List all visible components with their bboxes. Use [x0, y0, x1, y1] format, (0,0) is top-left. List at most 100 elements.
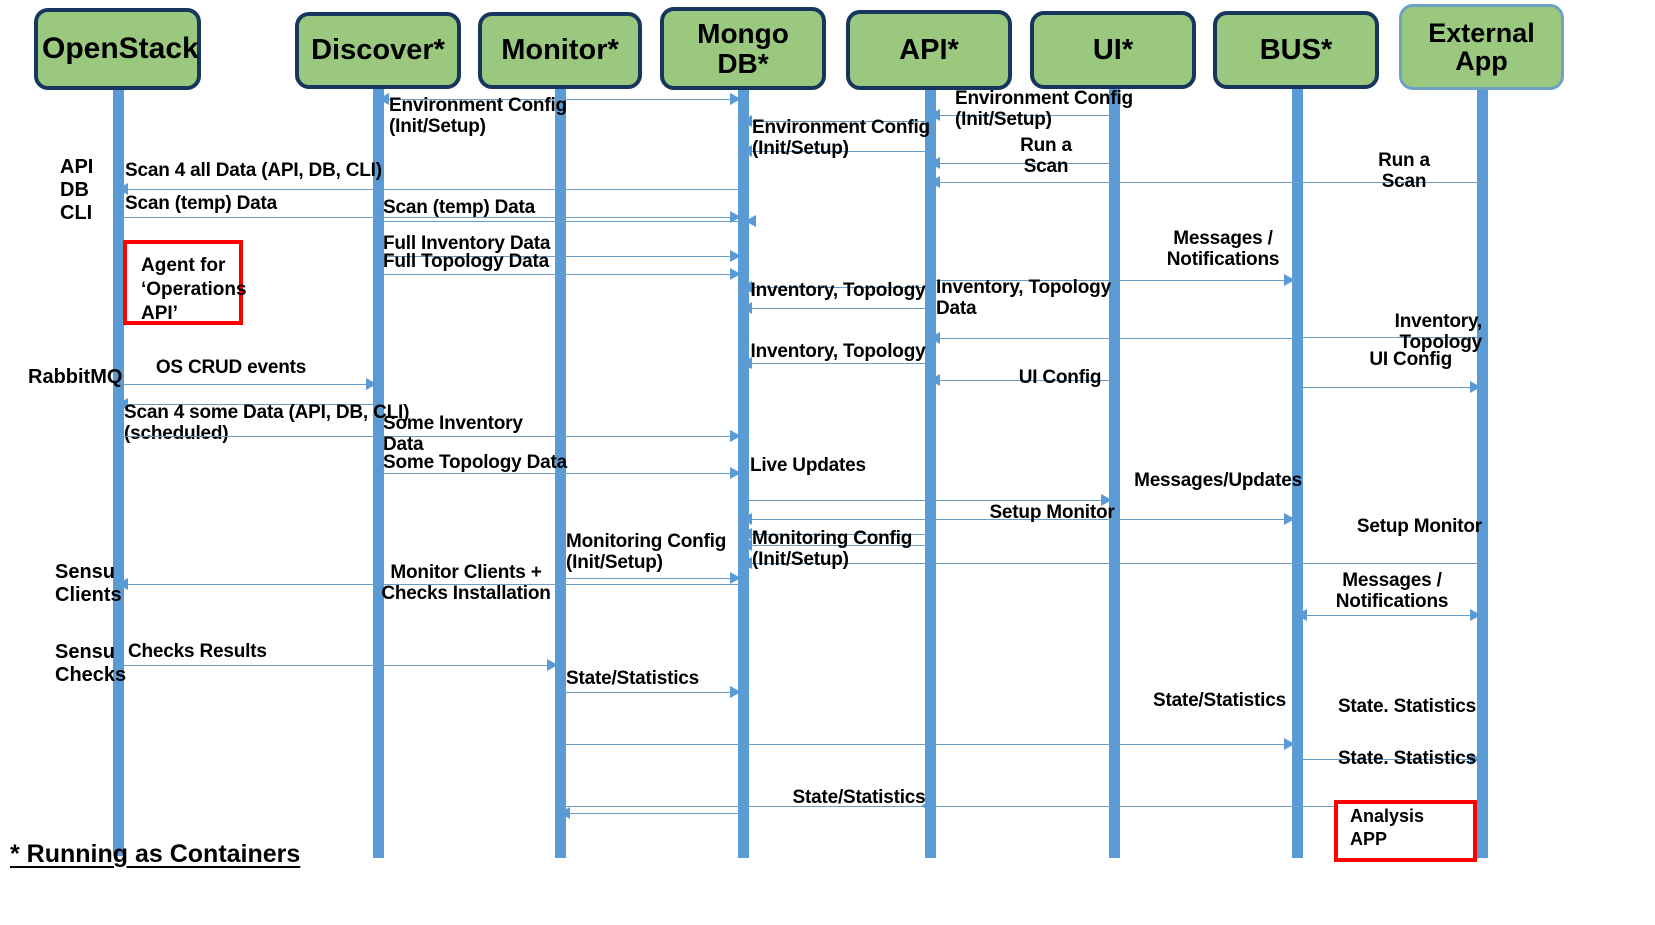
message-label-m30: Monitor Clients + Checks Installation: [381, 562, 551, 605]
message-arrow-m16: [741, 357, 752, 369]
message-line-m04: [936, 163, 1114, 164]
message-line-m13: [748, 308, 926, 309]
side-label-sensu-checks: Sensu Checks: [55, 641, 127, 686]
message-arrow-m34: [1470, 753, 1481, 765]
message-line-m08: [384, 221, 739, 222]
message-label-m18: UI Config: [1369, 349, 1452, 370]
message-arrow-m14: [929, 332, 940, 344]
message-arrow-m25: [741, 539, 752, 551]
message-line-m24: [748, 519, 1293, 520]
message-label-m20: Scan 4 some Data (API, DB, CLI) (schedul…: [124, 402, 410, 445]
message-label-m04: Run a Scan: [1020, 135, 1072, 178]
actor-mongodb[interactable]: Mongo DB*: [660, 7, 826, 90]
message-line-m14: [936, 338, 1292, 339]
message-label-m35: State. Statistics: [1337, 748, 1477, 769]
actor-api[interactable]: API*: [846, 10, 1012, 90]
lifeline-api: [925, 90, 936, 858]
message-line-m32: [566, 692, 734, 693]
message-arrow-m10: [730, 268, 741, 280]
message-line-m06: [124, 189, 739, 190]
message-arrow-m05: [929, 176, 940, 188]
message-label-m25: Setup Monitor: [989, 502, 1115, 523]
actor-external-app-label: External App: [1428, 17, 1535, 76]
side-label-sensu-clients: Sensu Clients: [55, 561, 122, 606]
lifeline-discover: [373, 89, 384, 858]
actor-mongodb-label: Mongo DB*: [697, 18, 789, 79]
message-label-m27: Monitoring Config (Init/Setup): [566, 531, 727, 574]
actor-bus[interactable]: BUS*: [1213, 11, 1379, 89]
message-line-m25: [748, 545, 926, 546]
message-label-m11: Messages / Notifications: [1166, 228, 1280, 271]
message-arrow-m22: [730, 467, 741, 479]
message-label-m03: Environment Config (Init/Setup): [955, 88, 1133, 131]
message-label-m31: Checks Results: [128, 641, 267, 662]
actor-discover[interactable]: Discover*: [295, 12, 461, 89]
message-line-m35: [566, 806, 1482, 807]
message-arrow-m17: [929, 374, 940, 386]
message-arrow-m19: [366, 378, 377, 390]
message-arrow-m01-right: [730, 93, 741, 105]
message-arrow-m28: [741, 528, 752, 540]
actor-ui[interactable]: UI*: [1030, 11, 1196, 89]
message-line-m31: [124, 665, 556, 666]
message-line-m30: [124, 584, 739, 585]
message-label-m36: State/Statistics: [792, 787, 926, 808]
message-line-m01: [383, 99, 738, 100]
message-line-m16: [748, 363, 926, 364]
message-label-m17: UI Config: [1018, 367, 1102, 388]
message-arrow-m08: [745, 215, 756, 227]
lifeline-ui: [1109, 89, 1120, 858]
message-label-m13: Inventory, Topology Data: [936, 277, 1111, 320]
lifeline-bus: [1292, 89, 1303, 858]
lifeline-openstack: [113, 90, 124, 856]
message-line-m17: [936, 380, 1114, 381]
message-label-m09: Full Inventory Data: [383, 233, 551, 254]
message-line-m29: [1303, 615, 1482, 616]
message-label-m12: Inventory, Topology: [750, 280, 926, 301]
actor-discover-label: Discover*: [311, 34, 445, 67]
message-line-m05: [936, 182, 1482, 183]
message-line-m28: [748, 534, 926, 535]
message-label-m15: Inventory, Topology: [1394, 311, 1483, 354]
message-label-m33: State/Statistics: [1152, 690, 1286, 711]
message-arrow-m02: [741, 115, 752, 127]
message-arrow-m13: [741, 302, 752, 314]
message-label-m26: Setup Monitor: [1356, 516, 1482, 537]
message-line-m20: [124, 404, 376, 405]
message-label-m34: State. Statistics: [1337, 696, 1477, 717]
message-label-m29: Messages / Notifications: [1335, 570, 1449, 613]
message-line-m02b: [748, 151, 926, 152]
lifeline-mongodb: [738, 90, 749, 858]
message-line-m03: [936, 115, 1114, 116]
message-label-m06: Scan 4 all Data (API, DB, CLI): [125, 160, 382, 181]
lifeline-external-app: [1477, 90, 1488, 858]
actor-monitor[interactable]: Monitor*: [478, 12, 642, 89]
actor-monitor-label: Monitor*: [501, 34, 619, 67]
message-label-m32: State/Statistics: [566, 668, 700, 689]
message-line-m33: [566, 744, 1292, 745]
message-line-m07: [124, 217, 734, 218]
message-label-m02: Environment Config (Init/Setup): [752, 117, 930, 160]
message-line-m19: [124, 384, 374, 385]
message-line-m15: [1303, 337, 1482, 338]
side-label-rabbitmq: RabbitMQ: [28, 366, 123, 388]
message-line-m11: [936, 280, 1292, 281]
actor-ui-label: UI*: [1092, 33, 1134, 66]
message-arrow-m35: [921, 800, 932, 812]
message-arrow-m18: [1470, 381, 1481, 393]
callout-analysis-app: Analysis APP: [1334, 800, 1477, 862]
message-arrow-m21: [730, 430, 741, 442]
message-label-m28: Monitoring Config (Init/Setup): [752, 528, 913, 571]
actor-openstack[interactable]: OpenStack: [34, 8, 201, 90]
message-label-m22: Some Topology Data: [383, 452, 567, 473]
actor-external-app[interactable]: External App: [1399, 4, 1564, 90]
message-label-m23: Live Updates: [750, 455, 866, 476]
message-arrow-m04: [929, 157, 940, 169]
message-arrow-m27: [730, 572, 741, 584]
message-arrow-m32: [730, 686, 741, 698]
message-line-m34: [1303, 759, 1479, 760]
footnote-running-as-containers: * Running as Containers: [10, 840, 301, 868]
message-arrow-m29-left: [1296, 609, 1307, 621]
message-label-m05: Run a Scan: [1378, 150, 1430, 193]
